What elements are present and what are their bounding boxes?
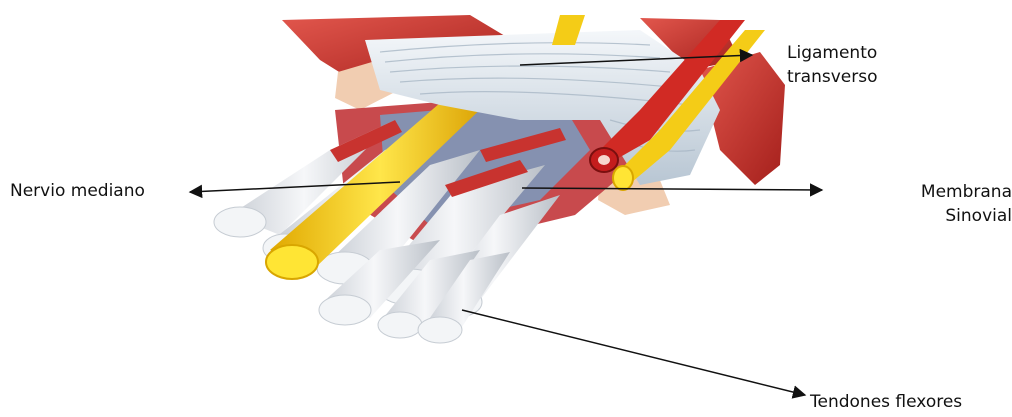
arrow-tendones (462, 310, 805, 395)
label-membrana-line2: Sinovial (888, 204, 1012, 228)
label-ligamento-line2: transverso (787, 65, 877, 89)
label-nervio-mediano: Nervio mediano (10, 179, 145, 203)
label-membrana-sinovial: Membrana Sinovial (888, 180, 1012, 228)
label-tendones-flexores: Tendones flexores (810, 390, 962, 414)
label-ligamento-transverso: Ligamento transverso (787, 41, 877, 89)
label-ligamento-line1: Ligamento (787, 41, 877, 65)
label-membrana-line1: Membrana (888, 180, 1012, 204)
nerve-cross-section (613, 166, 633, 190)
